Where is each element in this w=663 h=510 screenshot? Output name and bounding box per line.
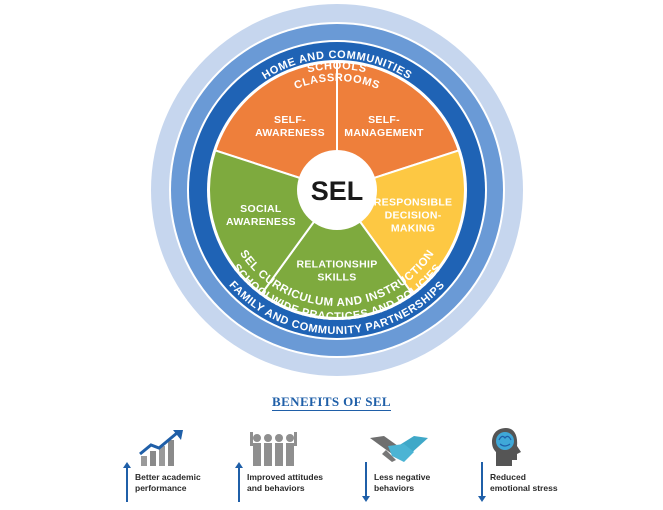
benefit-academic: Better academic performance (123, 426, 253, 506)
center-label: SEL (311, 176, 364, 206)
segment-label-self-awareness: SELF-AWARENESS (255, 114, 325, 139)
svg-text:SCHOOLS: SCHOOLS (306, 60, 368, 75)
arrow-down-icon (478, 462, 486, 502)
benefits-title: BENEFITS OF SEL (272, 394, 391, 411)
arrow-up-icon (235, 462, 243, 502)
segment-label-self-management: SELF-MANAGEMENT (344, 114, 424, 139)
ring-label-schools: SCHOOLS (306, 60, 367, 75)
head-brain-icon (492, 428, 521, 466)
rising-bar-chart-icon (139, 430, 183, 466)
segment-self-management (336, 60, 460, 192)
benefit-emotional-stress: Reduced emotional stress (478, 426, 608, 506)
center-circle (297, 150, 377, 230)
arrow-up-icon (123, 462, 131, 502)
handshake-icon (370, 436, 428, 462)
segment-self-awareness (214, 60, 338, 192)
people-group-icon (250, 432, 297, 466)
benefit-attitudes: Improved attitudes and behaviors (235, 426, 365, 506)
segment-relationship-skills (260, 188, 414, 319)
sel-wheel-diagram: SELF-AWARENESS SELF-MANAGEMENT RESPONSIBLE… (151, 4, 523, 376)
arrow-down-icon (362, 462, 370, 502)
benefit-negative-behaviors: Less negative behaviors (362, 426, 492, 506)
